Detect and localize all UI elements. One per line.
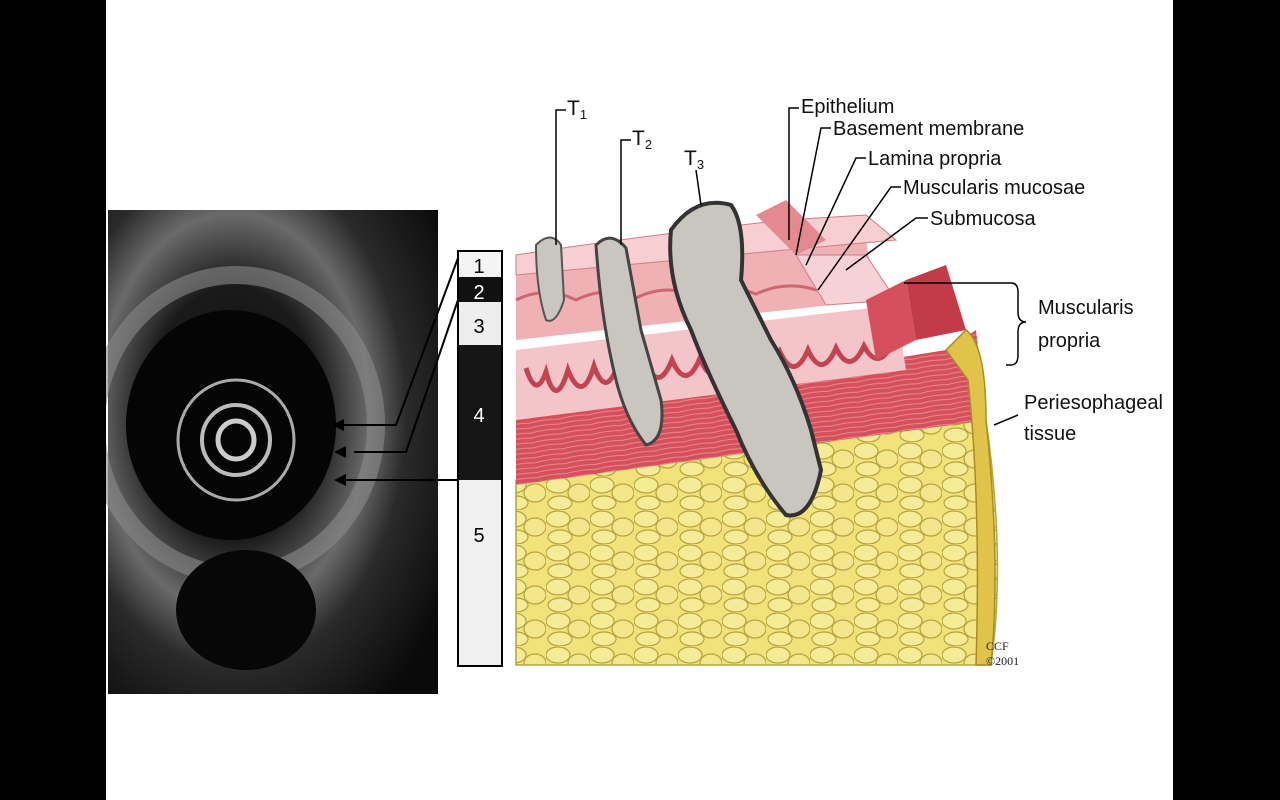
- periesophageal-label-line1: Periesophageal: [1024, 392, 1163, 414]
- band-3-number: 3: [473, 316, 485, 338]
- illustration: [106, 107, 1027, 694]
- band-2: [459, 277, 501, 302]
- band-2-number: 2: [473, 282, 485, 304]
- band-1-number: 1: [473, 256, 485, 278]
- band-1: [459, 252, 501, 277]
- band-4-number: 4: [473, 405, 485, 427]
- basement-membrane-label: Basement membrane: [833, 118, 1025, 140]
- credit-line1: CCF: [986, 639, 1009, 653]
- lamina-propria-label: Lamina propria: [868, 148, 1002, 170]
- tumor-label-t1: T1: [567, 97, 588, 123]
- epithelium-label: Epithelium: [801, 96, 895, 118]
- band-arrows: [334, 257, 459, 481]
- muscularis-propria-label-line2: propria: [1038, 330, 1101, 352]
- periesophageal-side: [945, 329, 996, 666]
- echo-layer-scale-bar: [457, 250, 503, 667]
- submucosa-label: Submucosa: [930, 208, 1036, 230]
- arrow-heads: [332, 419, 346, 486]
- tumor-label-t3: T3: [684, 147, 705, 173]
- tumor-t1: [534, 236, 566, 322]
- tumor-t3: [668, 200, 824, 518]
- credit-line2: ©2001: [986, 654, 1020, 668]
- tumor-label-t2: T2: [632, 127, 653, 153]
- band-4: [459, 345, 501, 480]
- esophageal-wall-diagram: [515, 107, 1027, 666]
- muscularis-mucosae-label: Muscularis mucosae: [903, 177, 1086, 199]
- band-5: [459, 480, 501, 665]
- band-3: [459, 302, 501, 345]
- muscularis-propria-label-line1: Muscularis: [1038, 297, 1134, 319]
- slide-canvas: 1 2 3 4 5 T1 T2 T3 Epithelium Basement m…: [106, 0, 1173, 800]
- band-5-number: 5: [473, 525, 485, 547]
- periesophageal-label-line2: tissue: [1024, 423, 1077, 445]
